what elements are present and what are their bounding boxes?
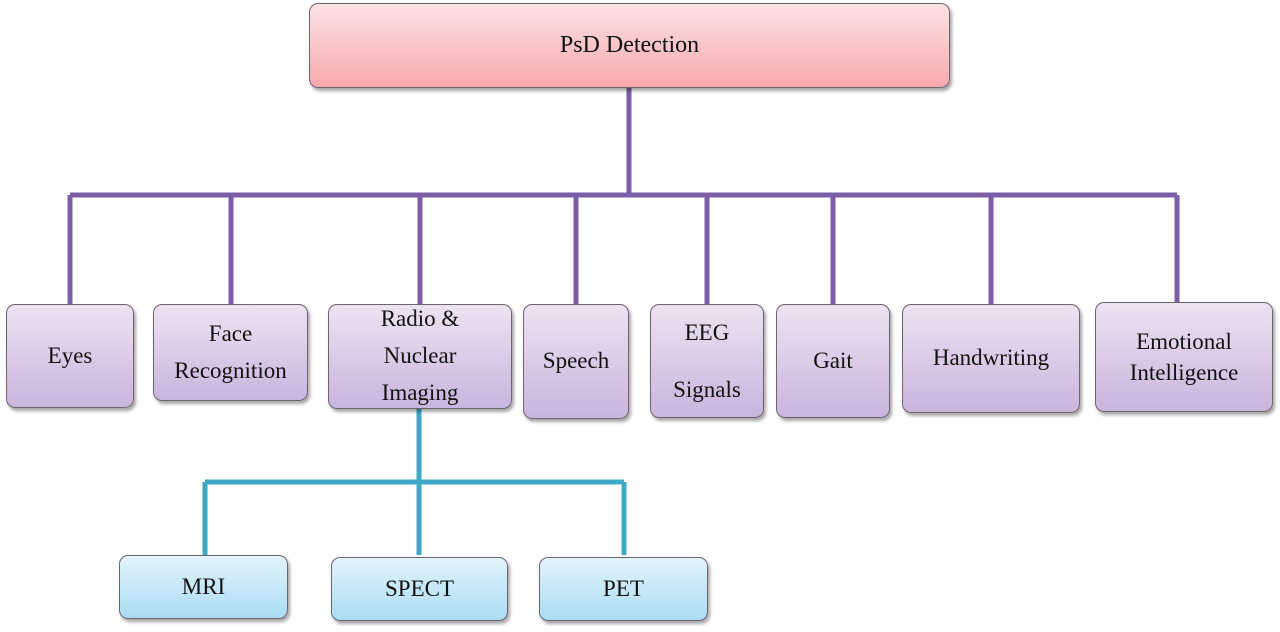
node-label: Face Recognition — [174, 320, 287, 383]
node-mri: MRI — [119, 555, 288, 619]
node-label: Speech — [542, 348, 610, 374]
node-pet: PET — [539, 557, 708, 621]
node-face-recognition: Face Recognition — [153, 304, 308, 401]
node-label: Emotional Intelligence — [1129, 328, 1239, 385]
level1-connectors — [67, 88, 1180, 304]
node-label: SPECT — [384, 576, 455, 601]
node-label: Eyes — [47, 342, 93, 368]
node-emotional-intelligence: Emotional Intelligence — [1095, 302, 1273, 412]
node-spect: SPECT — [331, 557, 508, 621]
node-eyes: Eyes — [6, 304, 134, 408]
node-gait: Gait — [776, 304, 890, 418]
node-handwriting: Handwriting — [902, 304, 1080, 413]
node-label: Gait — [813, 347, 853, 373]
node-eeg-signals: EEG Signals — [650, 304, 764, 418]
root-node-psd-detection: PsD Detection — [309, 3, 950, 88]
root-label: PsD Detection — [559, 32, 700, 58]
node-label: PET — [603, 576, 644, 601]
node-label: MRI — [181, 574, 226, 599]
node-label: EEG Signals — [673, 319, 741, 403]
node-radio-nuclear-imaging: Radio & Nuclear Imaging — [328, 304, 512, 409]
level2-connectors — [202, 408, 627, 555]
node-label: Handwriting — [932, 345, 1050, 371]
node-speech: Speech — [523, 304, 629, 419]
node-label: Radio & Nuclear Imaging — [380, 306, 460, 405]
